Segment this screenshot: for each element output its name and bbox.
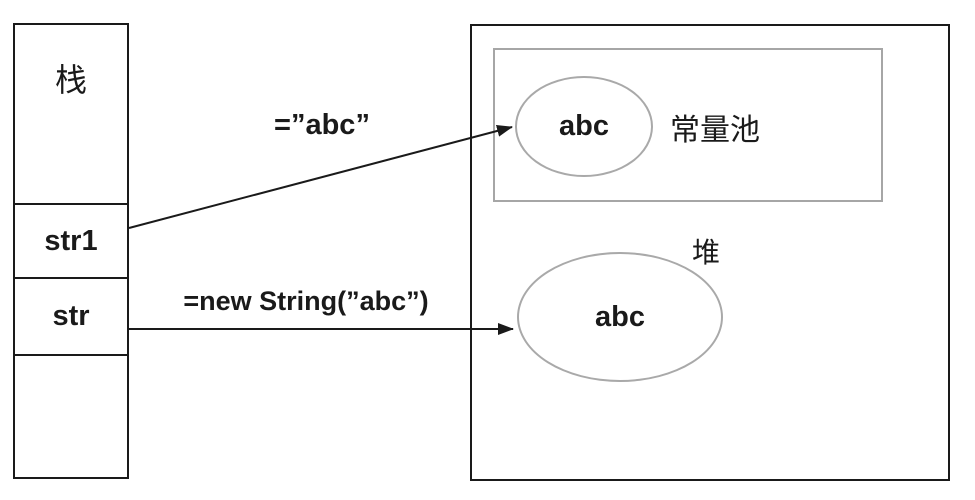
constant-pool-label: 常量池 (670, 114, 760, 147)
arrow-label-assign-literal: =”abc” (274, 109, 370, 141)
stack-cell-str1: str1 (15, 203, 127, 277)
arrow-label-assign-new: =new String(”abc”) (183, 286, 429, 316)
stack-cell-empty (15, 354, 127, 477)
stack-title: 栈 (54, 62, 87, 98)
stack-cell-str: str (15, 277, 127, 354)
constant-pool-box (493, 48, 883, 202)
heap-string-object: abc (517, 252, 723, 382)
heap-label: 堆 (692, 238, 721, 269)
arrow-str1-to-constant-pool (128, 125, 513, 229)
constant-pool-string-object: abc (515, 76, 653, 177)
stack-box: 栈 str1 str (13, 23, 129, 479)
constant-pool-object-label: abc (559, 110, 609, 142)
heap-object-label: abc (595, 300, 645, 333)
